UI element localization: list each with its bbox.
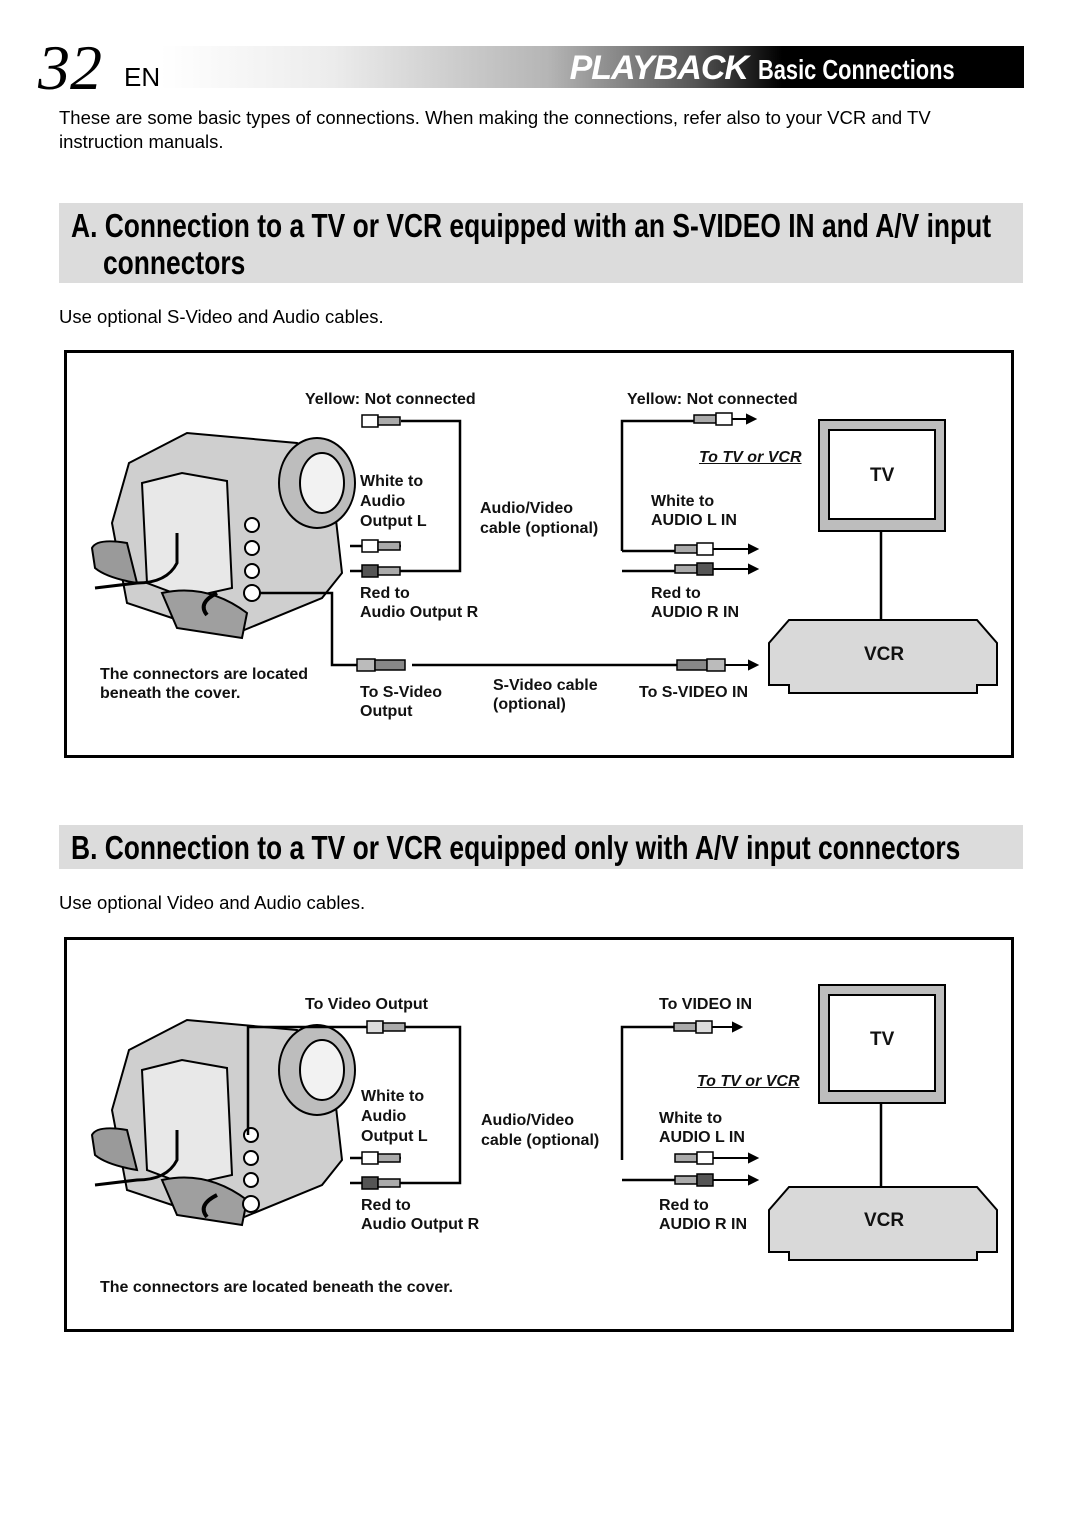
- header-topic: Basic Connections: [757, 54, 955, 85]
- label-to-svideo-in: To S-VIDEO IN: [639, 684, 749, 701]
- label-white-to-b-1: White to: [361, 1088, 425, 1105]
- diagram-b: To Video Output To VIDEO IN To TV or VCR…: [64, 937, 1014, 1332]
- label-tv: TV: [870, 465, 895, 486]
- vcr-illustration-b: [768, 1186, 998, 1261]
- label-vcr: VCR: [864, 644, 905, 665]
- label-white-to-right-b-2: AUDIO L IN: [659, 1129, 745, 1146]
- tv-illustration-a: [818, 419, 946, 532]
- label-white-to-right-2: AUDIO L IN: [651, 512, 737, 529]
- section-b-title: B. Connection to a TV or VCR equipped on…: [71, 829, 961, 866]
- header-title: PLAYBACK Basic Connections: [570, 49, 1010, 88]
- label-av-cable-1: Audio/Video: [480, 500, 574, 517]
- label-connectors-2: beneath the cover.: [100, 685, 241, 702]
- camcorder-illustration: [90, 431, 356, 640]
- label-white-to-b-2: Audio: [361, 1108, 407, 1125]
- cable-lines-a: [259, 419, 883, 667]
- section-a-note: Use optional S-Video and Audio cables.: [59, 306, 384, 327]
- label-red-to-right-2: AUDIO R IN: [651, 604, 739, 621]
- label-red-to-right-b-2: AUDIO R IN: [659, 1216, 747, 1233]
- diagram-b-drawing: [90, 984, 998, 1261]
- header-section: PLAYBACK: [569, 49, 749, 87]
- page-number: 32: [38, 32, 102, 103]
- label-red-to-right-b-1: Red to: [659, 1197, 709, 1214]
- camcorder-illustration: [90, 1018, 356, 1227]
- arrows-a: [713, 413, 760, 671]
- arrows-b: [712, 1021, 760, 1186]
- label-red-to-2: Audio Output R: [360, 604, 479, 621]
- section-b-note: Use optional Video and Audio cables.: [59, 892, 366, 913]
- label-red-to-b-1: Red to: [361, 1197, 411, 1214]
- label-to-tv-or-vcr: To TV or VCR: [699, 449, 802, 466]
- plugs-a: [356, 412, 733, 672]
- intro-text: These are some basic types of connection…: [59, 107, 931, 152]
- label-white-to-right-b-1: White to: [659, 1110, 723, 1127]
- label-tv-b: TV: [870, 1029, 895, 1050]
- label-white-to-3: Output L: [360, 513, 427, 530]
- label-white-to-b-3: Output L: [361, 1128, 428, 1145]
- tv-illustration-b: [818, 984, 946, 1104]
- label-connectors-b: The connectors are located beneath the c…: [100, 1279, 453, 1296]
- page-language: EN: [124, 62, 161, 92]
- label-to-tv-or-vcr-b: To TV or VCR: [697, 1073, 800, 1090]
- label-red-to-b-2: Audio Output R: [361, 1216, 480, 1233]
- label-svideo-cable-1: S-Video cable: [493, 677, 598, 694]
- label-yellow-left: Yellow: Not connected: [305, 391, 476, 408]
- label-white-to-right-1: White to: [651, 493, 715, 510]
- label-av-cable-2: cable (optional): [480, 520, 599, 537]
- label-connectors-1: The connectors are located: [100, 666, 309, 683]
- label-av-cable-b-2: cable (optional): [481, 1132, 600, 1149]
- section-a-title-line1: A. Connection to a TV or VCR equipped wi…: [71, 207, 992, 244]
- vcr-illustration-a: [768, 619, 998, 694]
- section-a-title-line2: connectors: [103, 244, 246, 281]
- label-to-video-in: To VIDEO IN: [659, 996, 753, 1013]
- header-bar: [160, 46, 1024, 88]
- section-b-heading: B. Connection to a TV or VCR equipped on…: [59, 825, 1023, 869]
- label-vcr-b: VCR: [864, 1210, 905, 1231]
- label-to-svideo-output-2: Output: [360, 703, 413, 720]
- label-to-svideo-output-1: To S-Video: [360, 684, 443, 701]
- diagram-a-drawing: [90, 412, 998, 694]
- label-white-to-1: White to: [360, 473, 424, 490]
- section-a-heading: A. Connection to a TV or VCR equipped wi…: [59, 203, 1023, 283]
- label-red-to-right-1: Red to: [651, 585, 701, 602]
- label-svideo-cable-2: (optional): [493, 696, 566, 713]
- label-white-to-2: Audio: [360, 493, 406, 510]
- diagram-a: Yellow: Not connected Yellow: Not connec…: [64, 350, 1014, 758]
- label-av-cable-b-1: Audio/Video: [481, 1112, 575, 1129]
- label-yellow-right: Yellow: Not connected: [627, 391, 798, 408]
- label-red-to-1: Red to: [360, 585, 410, 602]
- plugs-b: [361, 1020, 714, 1190]
- label-to-video-output: To Video Output: [305, 996, 428, 1013]
